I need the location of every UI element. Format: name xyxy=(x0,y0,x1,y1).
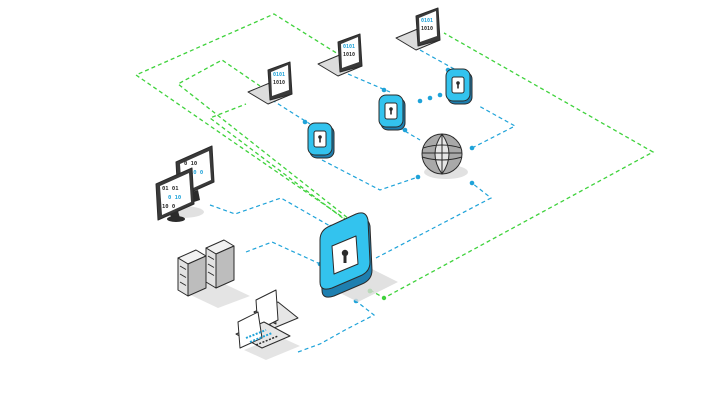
laptop-top-mid: 0101 1010 xyxy=(317,33,363,77)
blue-vault-globe-link xyxy=(375,182,493,259)
blue-laptop-bottom-link xyxy=(297,300,376,353)
binary-text: 0101 xyxy=(273,72,285,78)
vault-shadow xyxy=(330,268,398,302)
blue-vault3-link xyxy=(471,105,517,149)
binary-text: 1010 xyxy=(343,52,355,58)
globe-icon xyxy=(421,133,468,179)
blue-links xyxy=(209,49,517,353)
blue-laptoptop-vault3-link xyxy=(419,49,457,71)
blue-vault2-globe-link xyxy=(392,123,421,141)
small-vault-3 xyxy=(445,68,473,105)
laptops-bottom xyxy=(235,289,300,360)
binary-text: 0 10 xyxy=(184,161,197,167)
blue-server-link xyxy=(245,241,319,264)
laptop-top-right: 0101 1010 xyxy=(395,7,441,51)
blue-laptopleft-vault1-link xyxy=(271,99,311,125)
small-vault-2 xyxy=(378,94,406,131)
green-inner-loop xyxy=(208,103,349,223)
keyhole-lock-icon xyxy=(318,135,322,143)
blue-desktop-link xyxy=(209,197,331,227)
blue-vault1-globe-link xyxy=(321,159,419,191)
server-rack xyxy=(177,239,250,308)
green-right-loop xyxy=(369,32,655,299)
binary-text: 01 01 xyxy=(162,186,179,192)
binary-text: 10 0 xyxy=(162,204,175,210)
green-outer-loop xyxy=(134,13,371,237)
keyhole-lock-icon xyxy=(341,249,349,263)
green-middle-loop xyxy=(176,59,359,227)
binary-text: 1010 xyxy=(273,80,285,86)
laptop-top-left: 0101 1010 xyxy=(247,61,293,105)
binary-text: 0 10 xyxy=(168,195,181,201)
binary-text: 0101 xyxy=(343,44,355,50)
central-vault xyxy=(319,212,398,302)
binary-text: 10 0 xyxy=(190,170,203,176)
desktop-monitors: 0 10 10 0 01 01 0 10 10 0 xyxy=(155,145,215,222)
small-vault-1 xyxy=(307,122,335,159)
keyhole-lock-icon xyxy=(456,81,460,89)
binary-text: 0101 xyxy=(421,18,433,24)
binary-text: 1010 xyxy=(421,26,433,32)
keyhole-lock-icon xyxy=(389,107,393,115)
